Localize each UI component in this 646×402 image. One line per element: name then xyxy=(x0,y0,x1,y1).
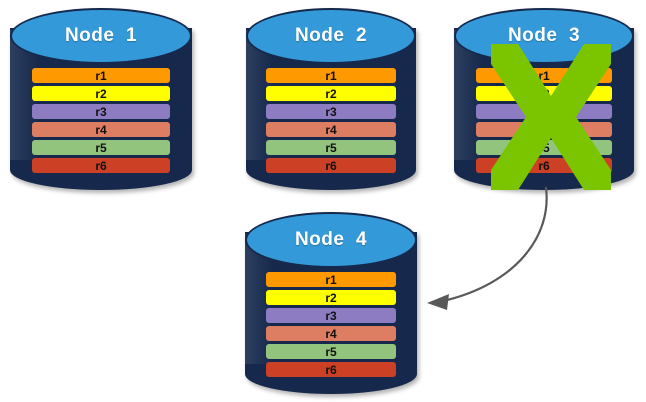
node-1-row-r3[interactable]: r3 xyxy=(31,104,171,119)
node-3-label: Node 3 xyxy=(507,25,581,46)
node-4-row-r1[interactable]: r1 xyxy=(265,272,397,287)
node-3[interactable]: Node 3 r1 r2 r3 r4 r5 r6 xyxy=(454,8,634,190)
node-4-rows: r1 r2 r3 r4 r5 r6 xyxy=(265,272,397,377)
node-3-row-r2[interactable]: r2 xyxy=(475,86,613,101)
node-2-row-r3[interactable]: r3 xyxy=(266,104,396,119)
failover-arrow-line xyxy=(441,186,548,303)
node-3-row-r3[interactable]: r3 xyxy=(475,104,613,119)
node-2-row-r6[interactable]: r6 xyxy=(266,158,396,173)
node-4-top: Node 4 xyxy=(245,212,417,268)
node-1-row-r6[interactable]: r6 xyxy=(31,158,171,173)
node-1-row-r2[interactable]: r2 xyxy=(31,86,171,101)
node-2-row-r5[interactable]: r5 xyxy=(266,140,396,155)
node-2-rows: r1 r2 r3 r4 r5 r6 xyxy=(266,68,396,173)
node-3-rows: r1 r2 r3 r4 r5 r6 xyxy=(475,68,613,173)
node-2-row-r1[interactable]: r1 xyxy=(266,68,396,83)
node-2-label: Node 2 xyxy=(294,25,368,46)
node-1-label: Node 1 xyxy=(64,25,138,46)
node-2-row-r4[interactable]: r4 xyxy=(266,122,396,137)
node-3-top: Node 3 xyxy=(454,8,634,64)
node-4-row-r5[interactable]: r5 xyxy=(265,344,397,359)
node-3-row-r6[interactable]: r6 xyxy=(475,158,613,173)
node-4-row-r2[interactable]: r2 xyxy=(265,290,397,305)
node-4-row-r6[interactable]: r6 xyxy=(265,362,397,377)
node-1-rows: r1 r2 r3 r4 r5 r6 xyxy=(31,68,171,173)
node-3-row-r1[interactable]: r1 xyxy=(475,68,613,83)
node-2-top: Node 2 xyxy=(246,8,416,64)
node-1-top: Node 1 xyxy=(10,8,192,64)
node-3-row-r5[interactable]: r5 xyxy=(475,140,613,155)
node-1[interactable]: Node 1 r1 r2 r3 r4 r5 r6 xyxy=(10,8,192,190)
node-1-row-r5[interactable]: r5 xyxy=(31,140,171,155)
node-4[interactable]: Node 4 r1 r2 r3 r4 r5 r6 xyxy=(245,212,417,394)
node-4-row-r3[interactable]: r3 xyxy=(265,308,397,323)
failover-arrow-head xyxy=(427,294,449,310)
node-2[interactable]: Node 2 r1 r2 r3 r4 r5 r6 xyxy=(246,8,416,190)
node-1-row-r1[interactable]: r1 xyxy=(31,68,171,83)
node-4-row-r4[interactable]: r4 xyxy=(265,326,397,341)
node-1-row-r4[interactable]: r4 xyxy=(31,122,171,137)
node-4-label: Node 4 xyxy=(294,229,368,250)
node-3-row-r4[interactable]: r4 xyxy=(475,122,613,137)
node-2-row-r2[interactable]: r2 xyxy=(266,86,396,101)
